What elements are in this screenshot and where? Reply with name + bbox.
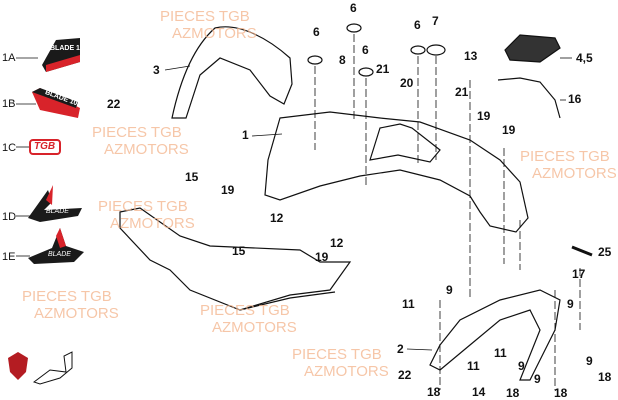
callout-9: 9	[567, 297, 574, 311]
part-3-visor	[171, 26, 293, 119]
callout-6: 6	[362, 43, 369, 57]
decal-text: TGB	[34, 141, 56, 152]
part-25-rod	[571, 245, 593, 257]
watermark-line2: AZMOTORS	[34, 305, 119, 322]
callout-12: 12	[330, 236, 344, 250]
callout-21: 21	[376, 62, 390, 76]
watermark-line2: AZMOTORS	[172, 25, 257, 42]
callout-20: 20	[400, 76, 414, 90]
watermark-line2: AZMOTORS	[304, 363, 389, 380]
callout-19: 19	[221, 183, 235, 197]
decal-text: BLADE	[48, 251, 71, 258]
decal-label: 1B	[2, 98, 16, 110]
callout-16: 16	[568, 92, 582, 106]
callout-9: 9	[446, 283, 453, 297]
callout-22: 22	[398, 368, 412, 382]
watermark-line1: PIECES TGB	[22, 288, 112, 305]
callout-21: 21	[455, 85, 469, 99]
watermark-line1: PIECES TGB	[292, 346, 382, 363]
callout-6: 6	[414, 18, 421, 32]
callout-19: 19	[477, 109, 491, 123]
callout-12: 12	[270, 211, 284, 225]
watermark-line1: PIECES TGB	[200, 302, 290, 319]
watermark-line1: PIECES TGB	[160, 8, 250, 25]
book-arrow-icon	[32, 351, 73, 385]
watermark-line2: AZMOTORS	[110, 215, 195, 232]
callout-14: 14	[472, 385, 486, 399]
callout-25: 25	[598, 245, 612, 259]
callout-7: 7	[432, 14, 439, 28]
callout-11: 11	[402, 297, 415, 311]
leader-lines	[314, 34, 581, 390]
callout-8: 8	[339, 53, 346, 67]
callout-19: 19	[502, 123, 516, 137]
decal-1a	[16, 38, 80, 72]
callout-18: 18	[598, 370, 612, 384]
front-bumper	[119, 207, 352, 311]
decal-label: 1D	[2, 211, 17, 223]
callout-22: 22	[107, 97, 121, 111]
decal-label: 1A	[2, 52, 16, 64]
callout-18: 18	[506, 386, 520, 400]
part-4-5-cover	[504, 34, 561, 63]
callout-17: 17	[572, 267, 586, 281]
watermark-line2: AZMOTORS	[532, 165, 617, 182]
callout-6: 6	[313, 25, 320, 39]
callout-11: 11	[494, 346, 507, 360]
watermark-line1: PIECES TGB	[520, 148, 610, 165]
callout-6: 6	[350, 1, 357, 15]
callout-9: 9	[586, 354, 593, 368]
decal-1d	[16, 185, 82, 222]
callout-2: 2	[397, 342, 404, 356]
callout-1: 1	[242, 128, 249, 142]
watermark-line1: PIECES TGB	[98, 198, 188, 215]
brand-shield-icon	[8, 352, 28, 380]
callout-9: 9	[518, 359, 525, 373]
decal-text: BLADE 1000	[50, 45, 92, 52]
callout-9: 9	[534, 372, 541, 386]
grommets	[307, 23, 446, 77]
decal-label: 1E	[2, 251, 16, 263]
callout-15: 15	[232, 244, 246, 258]
part-16-trim	[497, 77, 561, 119]
watermark-line1: PIECES TGB	[92, 124, 182, 141]
callout-4-5: 4,5	[576, 51, 593, 65]
callout-3: 3	[153, 63, 160, 77]
watermark-line2: AZMOTORS	[104, 141, 189, 158]
decal-1e	[16, 228, 84, 264]
part-1-hood	[264, 111, 529, 233]
part-2-fender	[429, 289, 561, 381]
callout-18: 18	[554, 386, 568, 400]
callout-13: 13	[464, 49, 478, 63]
callout-19: 19	[315, 250, 329, 264]
watermark-line2: AZMOTORS	[212, 319, 297, 336]
decal-text: BLADE	[46, 208, 69, 215]
decal-1b	[16, 88, 80, 118]
callout-15: 15	[185, 170, 199, 184]
decal-1c	[16, 139, 61, 155]
callout-11: 11	[467, 359, 480, 373]
decal-label: 1C	[2, 142, 17, 154]
callout-18: 18	[427, 385, 441, 399]
